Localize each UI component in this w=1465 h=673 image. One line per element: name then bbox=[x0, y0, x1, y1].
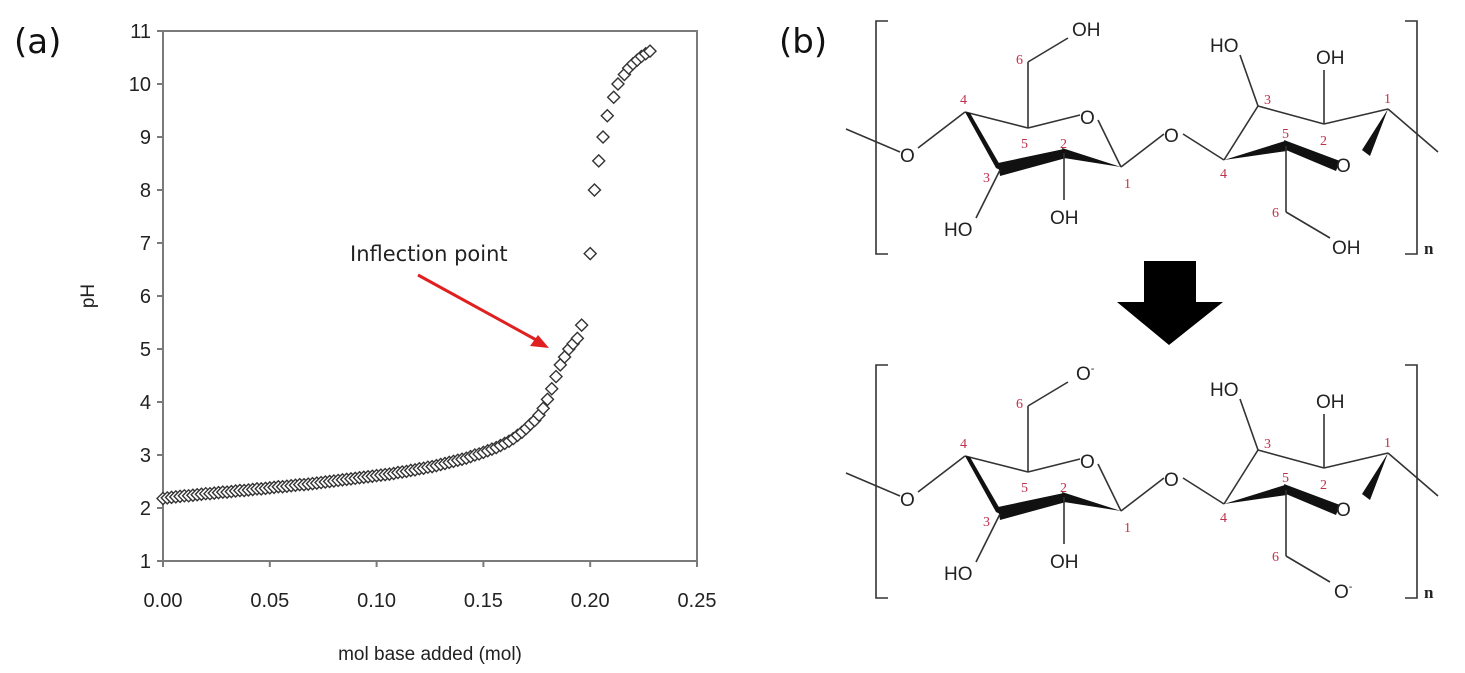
x-tick-label: 0.20 bbox=[571, 590, 610, 612]
ring-oxygen-label: O bbox=[1336, 500, 1351, 521]
svg-text:1: 1 bbox=[1384, 92, 1391, 107]
ring-oxygen-label: O bbox=[1080, 108, 1095, 129]
svg-text:1: 1 bbox=[1124, 521, 1131, 536]
svg-text:4: 4 bbox=[960, 93, 967, 108]
atom-label: OH bbox=[1316, 48, 1345, 69]
svg-text:2: 2 bbox=[1060, 137, 1067, 152]
y-tick-label: 10 bbox=[129, 74, 151, 96]
atom-label: OH bbox=[1316, 392, 1345, 413]
data-point-marker bbox=[643, 44, 657, 59]
atom-label: HO bbox=[1210, 36, 1239, 57]
ring-oxygen-label: O bbox=[1336, 156, 1351, 177]
svg-text:4: 4 bbox=[1220, 511, 1227, 526]
cellulose-structure-neutral: OH O O O HO OH HO OH O OH n 4 5 2 3 6 1 … bbox=[845, 20, 1439, 259]
svg-text:6: 6 bbox=[1272, 550, 1279, 565]
y-tick-label: 4 bbox=[140, 392, 151, 414]
y-axis-ticks: 1 2 3 4 5 6 7 8 9 10 11 bbox=[129, 21, 163, 573]
svg-text:1: 1 bbox=[1124, 177, 1131, 192]
inflection-annotation: Inflection point bbox=[350, 242, 508, 266]
data-point-marker bbox=[587, 183, 602, 197]
svg-text:4: 4 bbox=[960, 437, 967, 452]
atom-label: O- bbox=[1076, 363, 1095, 385]
y-tick-label: 8 bbox=[140, 180, 151, 202]
svg-text:1: 1 bbox=[1384, 436, 1391, 451]
svg-text:3: 3 bbox=[983, 171, 990, 186]
data-point-marker bbox=[583, 246, 598, 261]
y-tick-label: 11 bbox=[130, 21, 151, 43]
atom-label: OH bbox=[1050, 552, 1079, 573]
data-point-marker bbox=[591, 153, 606, 168]
svg-text:3: 3 bbox=[1264, 437, 1271, 452]
cellulose-structure-deprotonated: O- O O O HO OH HO OH O O- n 4 5 2 3 6 1 … bbox=[845, 363, 1439, 603]
svg-text:6: 6 bbox=[1016, 397, 1023, 412]
svg-text:3: 3 bbox=[1264, 93, 1271, 108]
data-point-marker bbox=[600, 108, 615, 123]
titration-chart: 1 2 3 4 5 6 7 8 9 10 11 0.00 0.05 0.10 0.15 0.20 0.25 p… bbox=[78, 21, 716, 665]
x-axis-title: mol base added (mol) bbox=[338, 644, 522, 665]
x-axis-ticks: 0.00 0.05 0.10 0.15 0.20 0.25 bbox=[144, 561, 717, 612]
data-point-marker bbox=[606, 90, 621, 105]
svg-text:3: 3 bbox=[983, 515, 990, 530]
svg-text:5: 5 bbox=[1021, 137, 1028, 152]
x-tick-label: 0.00 bbox=[144, 590, 183, 612]
data-point-marker bbox=[544, 381, 559, 396]
data-point-marker bbox=[570, 331, 585, 346]
repeat-subscript: n bbox=[1424, 583, 1434, 602]
y-tick-label: 9 bbox=[140, 127, 151, 149]
y-tick-label: 3 bbox=[140, 445, 151, 467]
svg-text:4: 4 bbox=[1220, 167, 1227, 182]
svg-text:5: 5 bbox=[1282, 127, 1289, 142]
svg-text:5: 5 bbox=[1021, 481, 1028, 496]
data-series-markers bbox=[156, 44, 657, 506]
y-tick-label: 7 bbox=[140, 233, 151, 255]
svg-text:6: 6 bbox=[1272, 206, 1279, 221]
data-point-marker bbox=[596, 130, 611, 144]
atom-label: OH bbox=[1050, 208, 1079, 229]
atom-label: OH bbox=[1332, 238, 1361, 259]
ring-oxygen-label: O bbox=[1080, 452, 1095, 473]
atom-label: HO bbox=[944, 564, 973, 585]
svg-text:2: 2 bbox=[1060, 481, 1067, 496]
svg-text:2: 2 bbox=[1320, 478, 1327, 493]
data-point-marker bbox=[574, 318, 589, 333]
x-tick-label: 0.10 bbox=[357, 590, 396, 612]
y-tick-label: 1 bbox=[140, 551, 151, 573]
y-tick-label: 2 bbox=[140, 498, 151, 520]
data-point-marker bbox=[610, 77, 625, 91]
atom-label: OH bbox=[1072, 20, 1101, 41]
x-tick-label: 0.05 bbox=[250, 590, 289, 612]
carbon-number-labels: 4 5 2 3 6 1 3 5 2 4 6 1 bbox=[960, 397, 1391, 565]
atom-label: O- bbox=[1334, 581, 1353, 603]
panel-a-label: (a) bbox=[14, 22, 62, 62]
panel-b-label: (b) bbox=[779, 22, 828, 62]
svg-text:5: 5 bbox=[1282, 471, 1289, 486]
x-tick-label: 0.15 bbox=[464, 590, 503, 612]
link-oxygen-label: O bbox=[900, 490, 915, 511]
svg-text:2: 2 bbox=[1320, 134, 1327, 149]
bridge-oxygen-label: O bbox=[1164, 126, 1179, 147]
bridge-oxygen-label: O bbox=[1164, 470, 1179, 491]
svg-text:6: 6 bbox=[1016, 53, 1023, 68]
data-point-marker bbox=[536, 401, 551, 416]
y-axis-title: pH bbox=[78, 284, 99, 308]
y-tick-label: 5 bbox=[140, 339, 151, 361]
atom-label: HO bbox=[1210, 380, 1239, 401]
repeat-subscript: n bbox=[1424, 239, 1434, 258]
carbon-number-labels: 4 5 2 3 6 1 3 5 2 4 6 1 bbox=[960, 53, 1391, 221]
annotation-arrow-icon bbox=[417, 273, 549, 348]
atom-label: HO bbox=[944, 220, 973, 241]
data-point-marker bbox=[549, 369, 564, 384]
data-point-marker bbox=[540, 392, 555, 407]
x-tick-label: 0.25 bbox=[678, 590, 717, 612]
plot-frame bbox=[162, 30, 698, 562]
y-tick-label: 6 bbox=[140, 286, 151, 308]
link-oxygen-label: O bbox=[900, 146, 915, 167]
down-arrow-icon bbox=[1117, 261, 1223, 345]
